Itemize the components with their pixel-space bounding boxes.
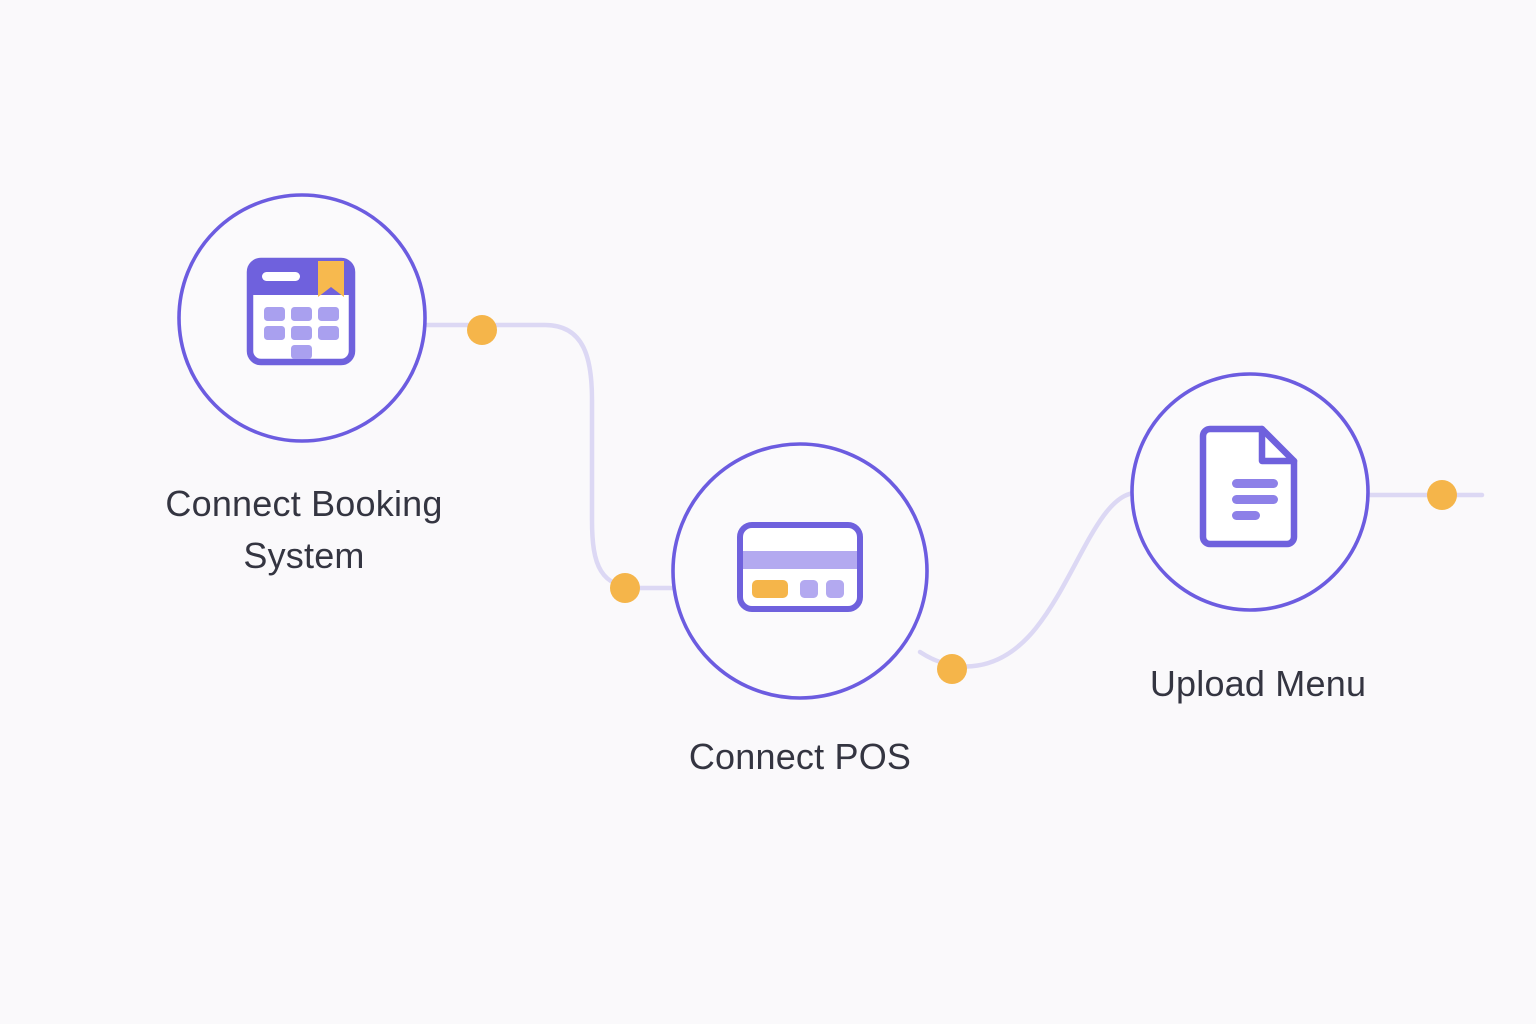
- connector-dot-3[interactable]: [937, 654, 967, 684]
- node-circle-group: [177, 193, 1370, 700]
- connector-dot-1[interactable]: [467, 315, 497, 345]
- connector-dot-4[interactable]: [1427, 480, 1457, 510]
- connector-dot-group: [467, 315, 1457, 684]
- calendar-icon: [246, 257, 356, 366]
- step-label-connect-booking-system: Connect Booking System: [165, 483, 443, 576]
- connector-path-2: [917, 490, 1137, 669]
- step-label-upload-menu: Upload Menu: [1149, 663, 1367, 704]
- step-label-connect-pos: Connect POS: [688, 736, 912, 777]
- credit-card-icon: [737, 522, 863, 612]
- document-icon: [1199, 425, 1298, 548]
- connector-dot-2[interactable]: [610, 573, 640, 603]
